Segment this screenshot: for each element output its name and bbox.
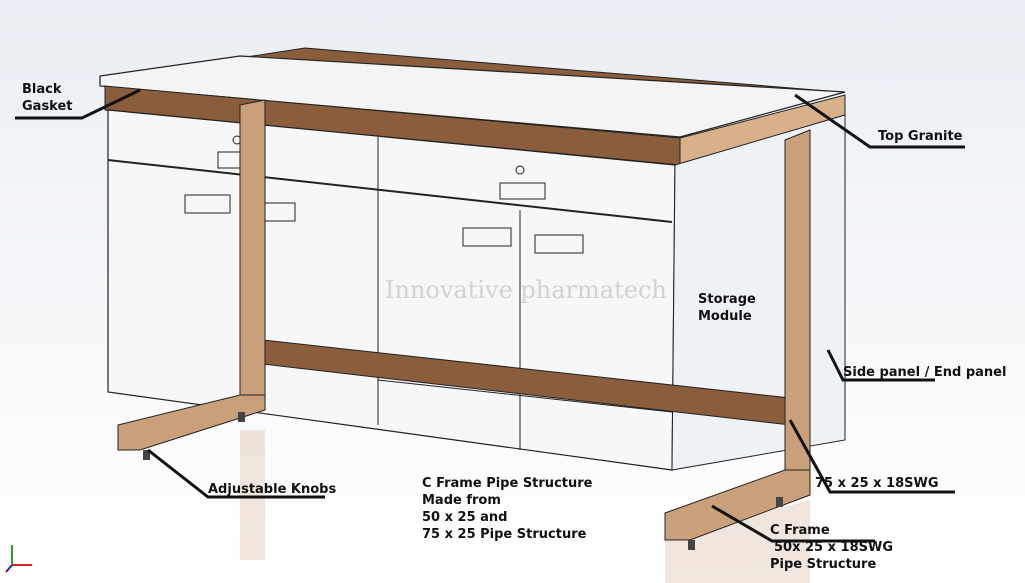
top-granite-slab (99, 55, 846, 138)
label-line: C Frame (770, 523, 830, 538)
label-c-frame-pipe-structure: C Frame Pipe Structure Made from 50 x 25… (422, 475, 592, 543)
label-c-frame: C Frame 50x 25 x 18SWG Pipe Structure (770, 522, 893, 573)
axis-triad-icon (5, 545, 32, 573)
label-line: Pipe Structure (770, 557, 877, 572)
label-line: 75 x 25 Pipe Structure (422, 527, 587, 542)
label-black-gasket: Black Gasket (22, 81, 73, 115)
watermark: Innovative pharmatech (385, 276, 667, 304)
label-dimension-75: 75 x 25 x 18SWG (815, 476, 939, 491)
left-leg (239, 99, 266, 411)
label-top-granite: Top Granite (878, 129, 963, 144)
label-line: C Frame Pipe Structure (422, 476, 593, 491)
label-line: Gasket (22, 99, 73, 114)
floor-reflection (240, 430, 810, 583)
right-foot (664, 469, 811, 541)
right-leg (784, 129, 811, 501)
label-line: 50 x 25 and (422, 510, 508, 525)
label-line: Module (698, 309, 752, 324)
leader-lines (15, 88, 965, 543)
label-side-panel: Side panel / End panel (843, 365, 1007, 380)
label-line: Made from (422, 493, 501, 508)
label-line: 50x 25 x 18SWG (774, 540, 893, 555)
label-storage-module: Storage Module (698, 291, 756, 325)
adjustable-knob-icons (143, 412, 783, 550)
left-foot (117, 394, 266, 451)
label-line: Black (22, 82, 62, 97)
label-adjustable-knobs: Adjustable Knobs (208, 482, 337, 497)
label-line: Storage (698, 292, 756, 307)
